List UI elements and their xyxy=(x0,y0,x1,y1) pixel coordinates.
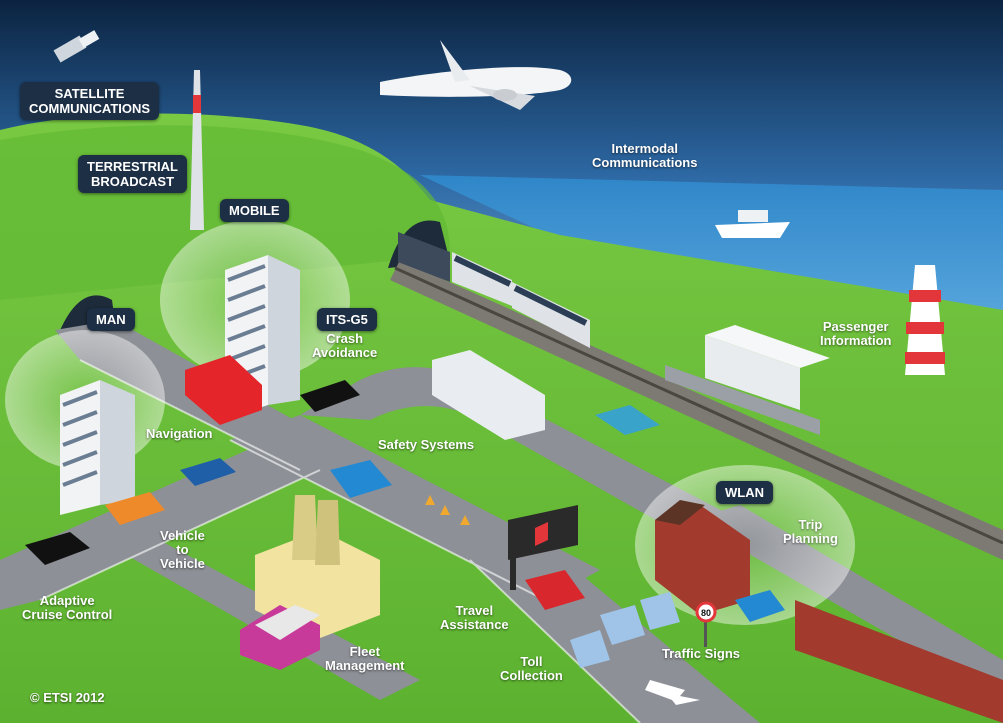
label-satellite-communications: SATELLITE COMMUNICATIONS xyxy=(20,82,160,120)
safety-text: Safety Systems xyxy=(378,437,475,452)
intermodal-line1: Intermodal xyxy=(611,141,678,156)
label-intermodal-communications: Intermodal Communications xyxy=(592,142,697,170)
acc-line1: Adaptive xyxy=(39,593,95,608)
passenger-line2: Information xyxy=(820,333,892,348)
label-adaptive-cruise-control: Adaptive Cruise Control xyxy=(22,594,112,622)
travel-line1: Travel xyxy=(455,603,494,618)
road-arrow xyxy=(645,680,700,705)
label-man: MAN xyxy=(87,308,135,331)
trip-line1: Trip xyxy=(798,517,823,532)
label-trip-planning: Trip Planning xyxy=(783,518,838,546)
train xyxy=(398,232,590,348)
office-tower-man xyxy=(60,380,135,515)
lighthouse xyxy=(905,265,945,375)
gantry-sign xyxy=(508,505,578,590)
label-wlan-text: WLAN xyxy=(725,485,764,500)
travel-line2: Assistance xyxy=(440,617,509,632)
railway xyxy=(390,260,1003,560)
label-terrestrial-line1: TERRESTRIAL xyxy=(87,159,178,174)
broadcast-tower xyxy=(190,70,204,230)
train-station xyxy=(665,325,830,435)
passenger-line1: Passenger xyxy=(822,319,889,334)
label-safety-systems: Safety Systems xyxy=(378,438,474,452)
label-fleet-management: Fleet Management xyxy=(325,645,404,673)
crash-line2: Avoidance xyxy=(312,345,378,360)
speed-limit-sign: 80 xyxy=(695,601,717,647)
label-passenger-information: Passenger Information xyxy=(820,320,892,348)
label-satellite-line2: COMMUNICATIONS xyxy=(29,101,151,116)
speed-limit-value: 80 xyxy=(701,608,711,618)
acc-line2: Cruise Control xyxy=(22,607,113,622)
traffic-cones xyxy=(425,495,470,525)
airplane xyxy=(380,40,572,110)
toll-line2: Collection xyxy=(500,668,563,683)
label-terrestrial-line2: BROADCAST xyxy=(90,174,175,189)
fleet-line1: Fleet xyxy=(349,644,380,659)
bus-shelter xyxy=(595,405,660,435)
toll-line1: Toll xyxy=(520,654,543,669)
label-wlan: WLAN xyxy=(716,481,773,504)
label-its-g5-text: ITS-G5 xyxy=(326,312,368,327)
label-navigation: Navigation xyxy=(146,427,212,441)
v2v-line3: Vehicle xyxy=(160,556,205,571)
label-vehicle-to-vehicle: Vehicle to Vehicle xyxy=(160,529,205,571)
label-its-g5: ITS-G5 xyxy=(317,308,377,331)
v2v-line2: to xyxy=(176,542,189,557)
traffic-signs-text: Traffic Signs xyxy=(662,646,741,661)
houses-row xyxy=(655,500,1003,723)
navigation-text: Navigation xyxy=(146,426,213,441)
copyright-notice: © ETSI 2012 xyxy=(30,690,105,705)
label-travel-assistance: Travel Assistance xyxy=(440,604,509,632)
vehicles xyxy=(25,350,785,670)
label-satellite-line1: SATELLITE xyxy=(54,86,125,101)
label-traffic-signs: Traffic Signs xyxy=(662,647,740,661)
label-mobile-text: MOBILE xyxy=(229,203,280,218)
label-crash-avoidance: Crash Avoidance xyxy=(312,332,377,360)
fleet-line2: Management xyxy=(325,658,405,673)
label-toll-collection: Toll Collection xyxy=(500,655,563,683)
crash-line1: Crash xyxy=(326,331,364,346)
toll-lanes xyxy=(570,592,680,668)
ship xyxy=(715,210,790,238)
trip-line2: Planning xyxy=(783,531,838,546)
satellite xyxy=(53,30,100,63)
label-man-text: MAN xyxy=(96,312,126,327)
intermodal-line2: Communications xyxy=(592,155,698,170)
label-terrestrial-broadcast: TERRESTRIAL BROADCAST xyxy=(78,155,187,193)
v2v-line1: Vehicle xyxy=(160,528,205,543)
label-mobile: MOBILE xyxy=(220,199,289,222)
